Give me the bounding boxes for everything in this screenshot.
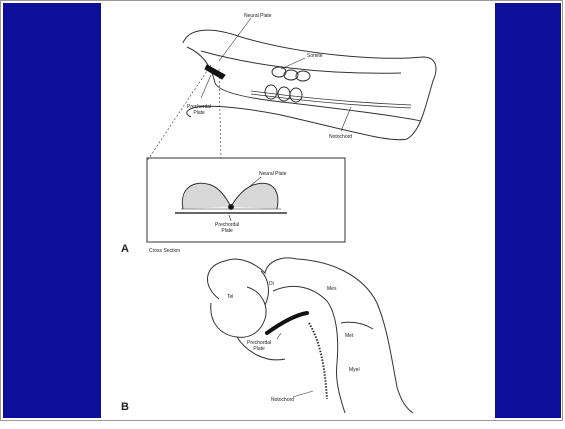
label-inset-neural-plate: Neural Plate [259, 171, 287, 177]
slide: Neural Plate Somite Prechordal Plate Not… [0, 0, 563, 421]
embryo-body-outline [183, 30, 436, 140]
neural-fold-right [231, 183, 278, 209]
label-di: Di [269, 281, 274, 287]
di-outline [261, 271, 268, 305]
label-notochord-a: Notochord [329, 134, 352, 140]
notochord-b [309, 323, 327, 399]
figure-panel: Neural Plate Somite Prechordal Plate Not… [101, 3, 495, 418]
panel-letter-b: B [121, 401, 129, 413]
somite-6 [290, 88, 302, 102]
prechordal-plate-section [229, 205, 234, 210]
caption-cross-section: Cross Section [149, 248, 180, 254]
neural-groove [201, 51, 401, 73]
label-prechordal-plate-b: Prechordal Plate [247, 340, 271, 352]
prechordal-plate-a [205, 65, 225, 79]
right-blue-band [495, 3, 561, 418]
label-myel: Myel [349, 367, 360, 373]
brain-outline [208, 258, 413, 413]
label-prechordal-line-2: Plate [187, 110, 211, 116]
label-met: Met [345, 333, 353, 339]
label-notochord-b: Notochord [271, 397, 294, 403]
label-somite: Somite [307, 53, 323, 59]
label-mes: Mes [327, 286, 336, 292]
label-prechordal-plate-a: Prechordal Plate [187, 104, 211, 116]
label-b-prechordal-line-2: Plate [247, 346, 271, 352]
label-neural-plate: Neural Plate [244, 13, 272, 19]
somite-5 [278, 87, 290, 101]
label-inset-prechordal-line-2: Plate [215, 228, 239, 234]
tel-outline [211, 287, 266, 337]
left-blue-band [3, 3, 101, 418]
mes-met-divider [341, 322, 373, 329]
panel-letter-a: A [121, 243, 129, 255]
inner-brain-wall [273, 286, 345, 413]
label-inset-prechordal-plate: Prechordal Plate [215, 222, 239, 234]
embryo-diagram [101, 3, 495, 418]
prechordal-plate-b [267, 313, 307, 333]
label-tel: Tel [227, 294, 233, 300]
neural-fold-left [182, 183, 231, 209]
